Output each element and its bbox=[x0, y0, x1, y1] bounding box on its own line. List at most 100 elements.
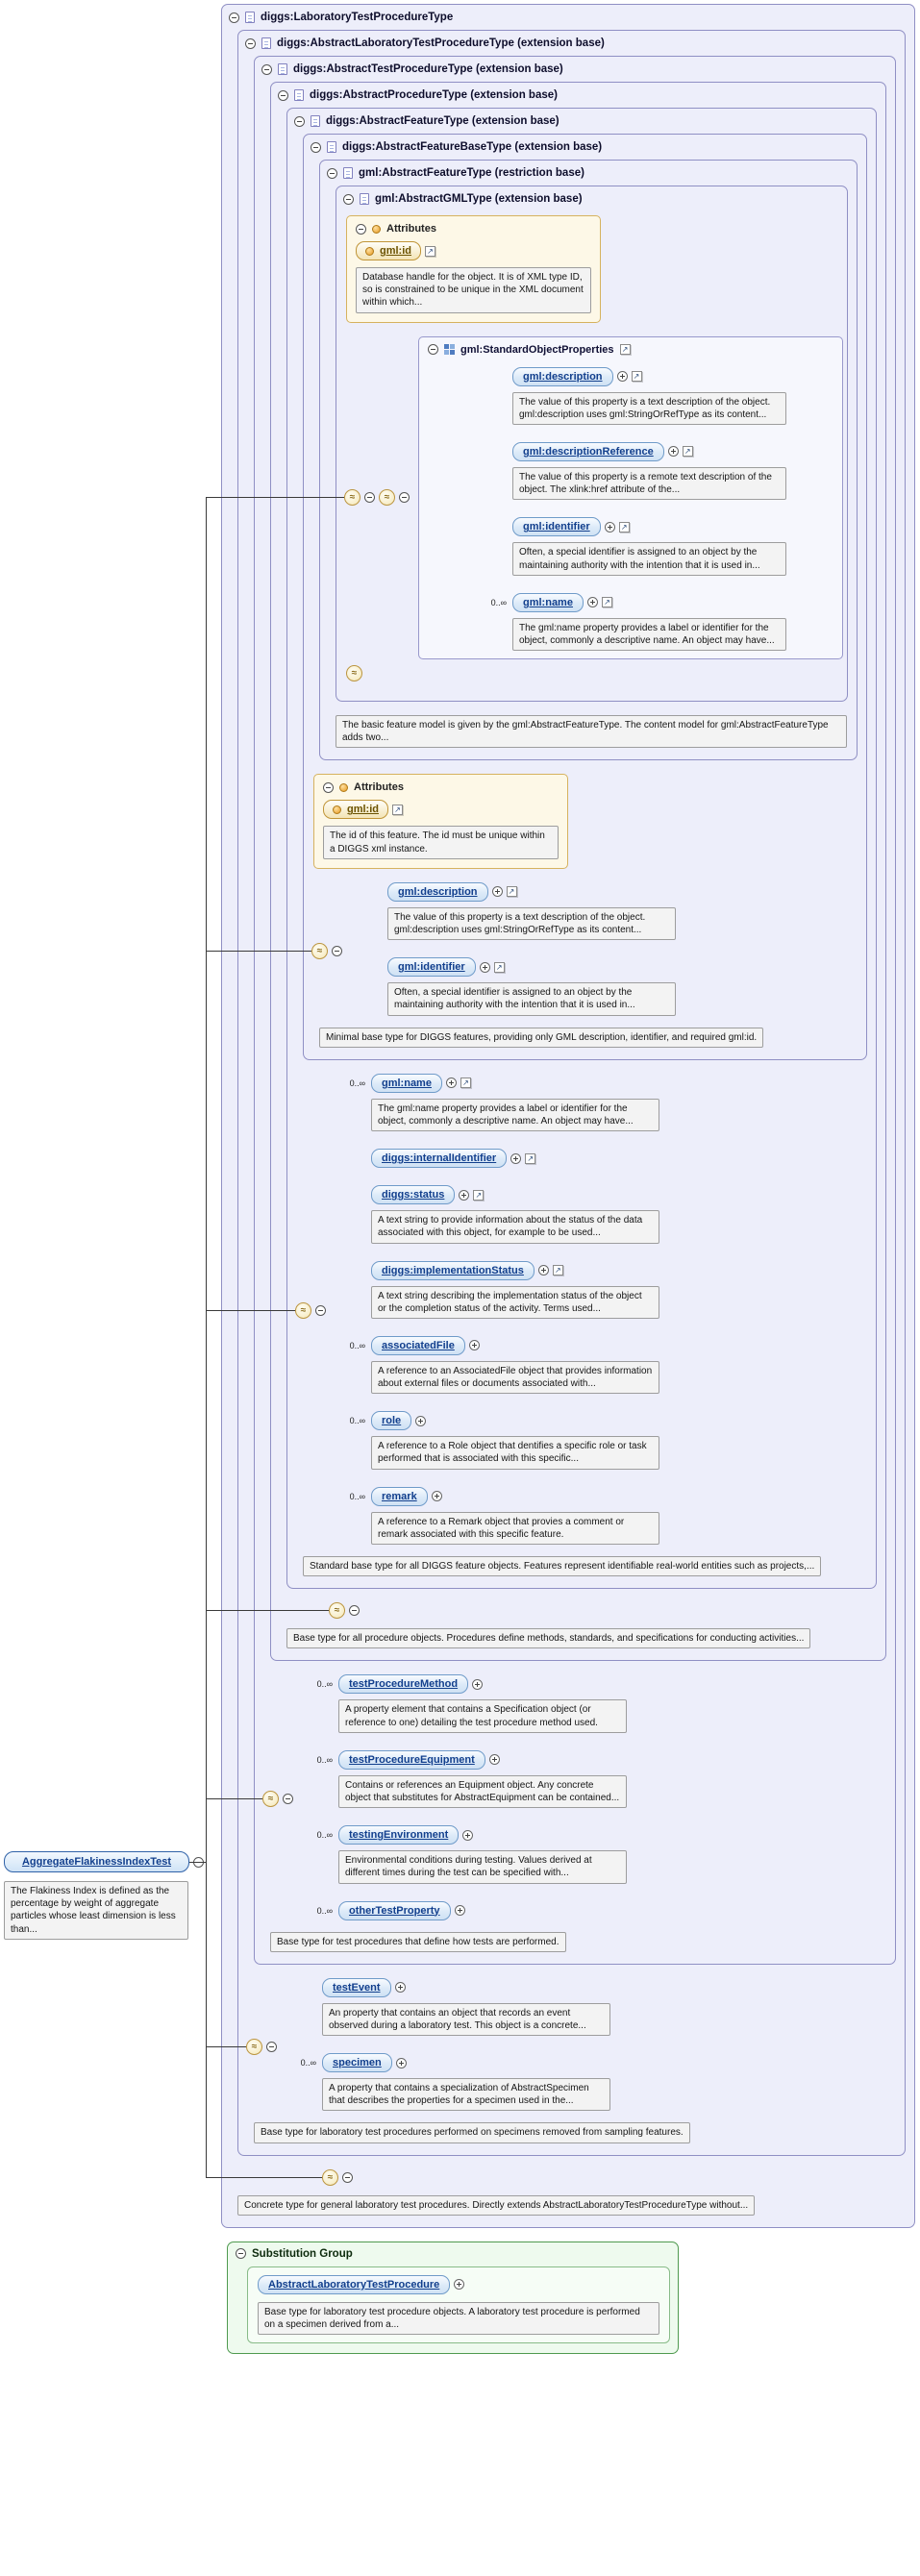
type-title: diggs:LaboratoryTestProcedureType bbox=[261, 12, 454, 23]
element-box[interactable]: testProcedureMethod bbox=[338, 1674, 469, 1695]
expand-icon[interactable] bbox=[454, 2279, 465, 2291]
element-box[interactable]: remark bbox=[371, 1486, 428, 1506]
sequence-icon[interactable]: ≈ bbox=[379, 489, 395, 507]
sequence-icon[interactable]: ≈ bbox=[311, 942, 328, 959]
reference-icon[interactable]: ↗ bbox=[619, 344, 631, 356]
reference-icon[interactable]: ↗ bbox=[460, 1077, 471, 1089]
expand-icon[interactable] bbox=[415, 1415, 427, 1426]
collapse-icon[interactable] bbox=[266, 2041, 277, 2052]
element-name: gml:description bbox=[523, 370, 603, 383]
class-box[interactable]: AggregateFlakinessIndexTest bbox=[4, 1851, 189, 1872]
reference-icon[interactable]: ↗ bbox=[552, 1265, 563, 1276]
attribute-name: gml:id bbox=[347, 804, 379, 816]
annotation-note: A reference to a Remark object that prov… bbox=[371, 1511, 659, 1545]
sequence-icon[interactable]: ≈ bbox=[295, 1302, 311, 1320]
expand-icon[interactable] bbox=[459, 1189, 470, 1201]
element-box[interactable]: gml:descriptionReference bbox=[512, 441, 664, 461]
annotation-note: Often, a special identifier is assigned … bbox=[512, 542, 786, 576]
element-box[interactable]: role bbox=[371, 1411, 412, 1431]
reference-icon[interactable]: ↗ bbox=[493, 961, 505, 973]
expand-icon[interactable] bbox=[488, 1754, 500, 1766]
collapse-icon[interactable] bbox=[261, 63, 272, 75]
element-box[interactable]: testingEnvironment bbox=[338, 1825, 460, 1845]
collapse-icon[interactable] bbox=[343, 193, 354, 205]
expand-icon[interactable] bbox=[616, 371, 628, 383]
expand-icon[interactable] bbox=[510, 1152, 522, 1164]
expand-icon[interactable] bbox=[454, 1905, 465, 1916]
expand-icon[interactable] bbox=[394, 1982, 406, 1994]
collapse-icon[interactable] bbox=[399, 492, 410, 504]
expand-icon[interactable] bbox=[395, 2057, 407, 2068]
element-box[interactable]: testEvent bbox=[322, 1977, 391, 1997]
expand-icon[interactable] bbox=[472, 1678, 484, 1690]
expand-icon[interactable] bbox=[491, 886, 503, 898]
collapse-icon[interactable] bbox=[327, 167, 337, 179]
expand-icon[interactable] bbox=[537, 1265, 549, 1276]
element-box[interactable]: AbstractLaboratoryTestProcedure bbox=[258, 2274, 451, 2294]
collapse-icon[interactable] bbox=[236, 2248, 246, 2260]
expand-icon[interactable] bbox=[468, 1340, 480, 1351]
reference-icon[interactable]: ↗ bbox=[631, 371, 642, 383]
sequence-icon[interactable]: ≈ bbox=[344, 489, 361, 507]
type-icon bbox=[261, 37, 271, 49]
expand-icon[interactable] bbox=[479, 961, 490, 973]
element-box[interactable]: gml:identifier bbox=[512, 517, 601, 537]
sequence-icon[interactable]: ≈ bbox=[322, 2168, 338, 2186]
reference-icon[interactable]: ↗ bbox=[525, 1152, 536, 1164]
reference-icon[interactable]: ↗ bbox=[392, 804, 403, 815]
element-box[interactable]: gml:identifier bbox=[387, 957, 476, 978]
type-title: diggs:AbstractTestProcedureType (extensi… bbox=[293, 63, 563, 75]
element-box[interactable]: specimen bbox=[322, 2053, 392, 2073]
collapse-icon[interactable] bbox=[278, 89, 288, 101]
collapse-icon[interactable] bbox=[245, 37, 256, 49]
sequence-icon[interactable]: ≈ bbox=[246, 2038, 262, 2055]
element-row: testEvent An property that contains an o… bbox=[286, 1977, 905, 2037]
element-box[interactable]: gml:description bbox=[512, 366, 613, 386]
annotation-note: Often, a special identifier is assigned … bbox=[387, 982, 676, 1016]
attribute-box[interactable]: gml:id bbox=[323, 800, 388, 820]
sequence-icon[interactable]: ≈ bbox=[346, 665, 362, 682]
type-title: gml:AbstractFeatureType (restriction bas… bbox=[359, 167, 584, 179]
reference-icon[interactable]: ↗ bbox=[473, 1189, 485, 1201]
attributes-box: Attributes gml:id ↗ bbox=[313, 774, 568, 869]
reference-icon[interactable]: ↗ bbox=[601, 597, 612, 608]
expand-icon[interactable] bbox=[445, 1077, 457, 1089]
sequence-icon[interactable]: ≈ bbox=[262, 1791, 279, 1808]
element-box[interactable]: diggs:implementationStatus bbox=[371, 1260, 535, 1280]
expand-icon[interactable] bbox=[462, 1829, 474, 1841]
collapse-icon[interactable] bbox=[364, 492, 375, 504]
element-box[interactable]: otherTestProperty bbox=[338, 1900, 451, 1920]
collapse-icon[interactable] bbox=[332, 945, 342, 956]
element-box[interactable]: gml:description bbox=[387, 881, 488, 902]
reference-icon[interactable]: ↗ bbox=[506, 886, 517, 898]
collapse-icon[interactable] bbox=[315, 1305, 326, 1317]
element-row: 0..∞ testingEnvironment Environmental co… bbox=[302, 1825, 895, 1884]
attribute-box[interactable]: gml:id bbox=[356, 241, 421, 260]
reference-icon[interactable]: ↗ bbox=[618, 521, 630, 533]
collapse-icon[interactable] bbox=[428, 344, 438, 356]
element-row: 0..∞ gml:name ↗ bbox=[476, 592, 833, 652]
reference-icon[interactable]: ↗ bbox=[682, 446, 693, 458]
expand-icon[interactable] bbox=[667, 446, 679, 458]
element-box[interactable]: diggs:internalIdentifier bbox=[371, 1149, 508, 1169]
collapse-icon[interactable] bbox=[311, 141, 321, 153]
element-box[interactable]: gml:name bbox=[512, 592, 584, 612]
sequence-icon[interactable]: ≈ bbox=[329, 1602, 345, 1620]
collapse-icon[interactable] bbox=[294, 115, 305, 127]
collapse-icon[interactable] bbox=[229, 12, 239, 23]
element-box[interactable]: associatedFile bbox=[371, 1335, 465, 1355]
expand-icon[interactable] bbox=[604, 521, 615, 533]
reference-icon[interactable]: ↗ bbox=[425, 245, 435, 257]
collapse-icon[interactable] bbox=[323, 781, 334, 793]
element-box[interactable]: diggs:status bbox=[371, 1185, 456, 1205]
element-row: 0..∞ specimen A property that contains a… bbox=[286, 2053, 905, 2112]
expand-icon[interactable] bbox=[431, 1491, 442, 1502]
collapse-icon[interactable] bbox=[356, 223, 366, 235]
annotation-note: Minimal base type for DIGGS features, pr… bbox=[319, 1027, 764, 1048]
collapse-icon[interactable] bbox=[342, 2171, 353, 2183]
element-box[interactable]: testProcedureEquipment bbox=[338, 1749, 485, 1770]
element-box[interactable]: gml:name bbox=[371, 1073, 442, 1093]
collapse-icon[interactable] bbox=[349, 1605, 360, 1617]
collapse-icon[interactable] bbox=[283, 1794, 293, 1805]
expand-icon[interactable] bbox=[586, 597, 598, 608]
